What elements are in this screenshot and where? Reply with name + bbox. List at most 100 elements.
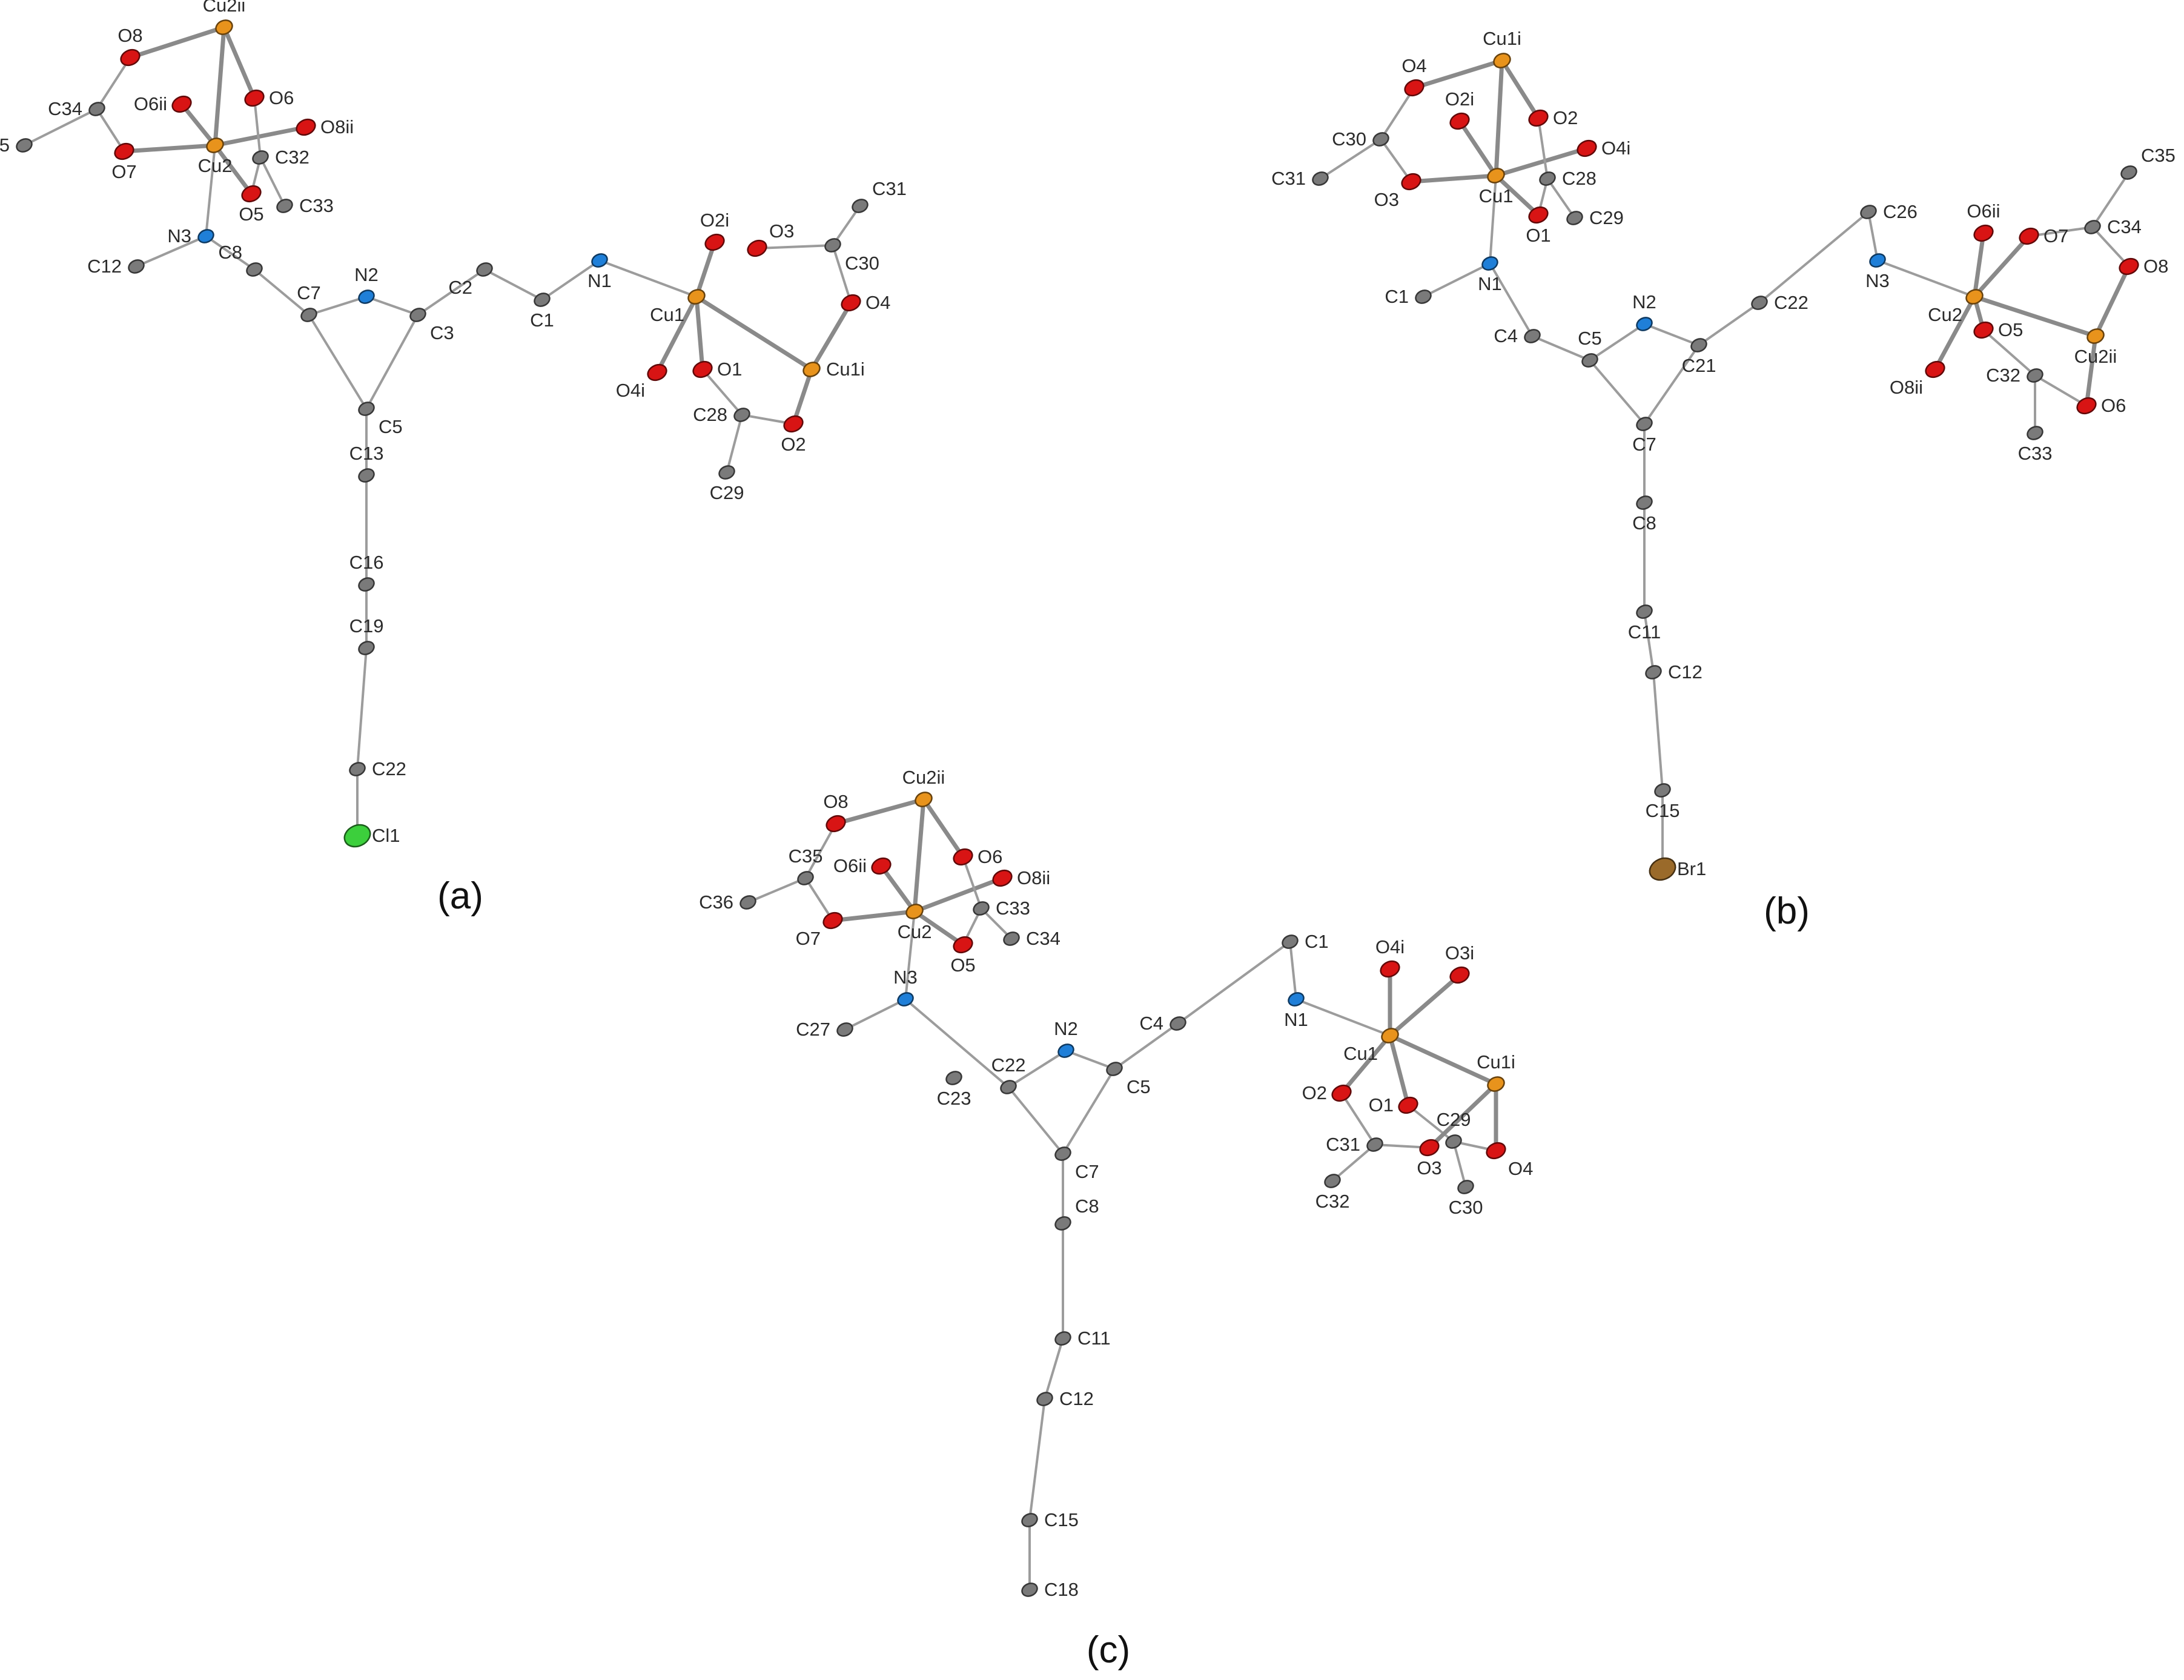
atom-o6ii — [171, 95, 192, 113]
atom-o4i — [1380, 960, 1400, 978]
bond-n3-c8 — [205, 235, 256, 271]
bond-n2-c5 — [1065, 1050, 1116, 1070]
atom-label-c8: C8 — [218, 242, 242, 263]
bond-cu2ii-o6 — [222, 25, 257, 101]
atom-c31 — [852, 199, 869, 213]
bond-o2-c28 — [1537, 117, 1549, 180]
bond-n2-c21 — [1643, 323, 1700, 346]
bond-c35-o7 — [804, 877, 834, 922]
bond-c30-o3 — [1380, 138, 1412, 183]
panel-a-labels: Cu2iiO8O6O6iiO8iiC34C35O7Cu2C32O5C33N3C1… — [0, 0, 907, 846]
atom-cu2ii — [215, 19, 233, 35]
atom-c2 — [476, 262, 493, 277]
bond-cu2-o7 — [1972, 234, 2031, 299]
bond-c4-c5 — [1531, 335, 1591, 362]
panel-b-atoms — [1312, 53, 2139, 881]
atom-label-c3: C3 — [430, 322, 454, 343]
atom-c31 — [1366, 1137, 1383, 1152]
atom-label-o8ii: O8ii — [1017, 867, 1050, 888]
atom-o7 — [2019, 227, 2039, 245]
atom-label-cl1: Cl1 — [372, 825, 400, 846]
atom-label-c28: C28 — [693, 404, 727, 425]
atom-label-o2i: O2i — [700, 210, 729, 231]
atom-label-o5: O5 — [950, 954, 975, 976]
atom-label-o7: O7 — [2043, 225, 2068, 246]
atom-label-c5: C5 — [1578, 328, 1602, 349]
atom-o3 — [747, 239, 767, 257]
bond-n2-c3 — [365, 296, 419, 316]
atom-o5 — [241, 185, 262, 203]
atom-label-o3: O3 — [1417, 1157, 1441, 1179]
atom-c12 — [128, 259, 145, 274]
atom-label-c32: C32 — [1315, 1191, 1350, 1212]
bond-o6ii-cu2 — [879, 864, 917, 914]
atom-c28 — [1539, 171, 1556, 186]
atom-n2 — [358, 289, 375, 304]
bond-o6-c33 — [962, 856, 982, 910]
bond-c21-c7 — [1643, 344, 1700, 425]
atom-o1 — [1528, 206, 1549, 224]
atom-cu2ii — [915, 792, 933, 807]
atom-label-o2i: O2i — [1445, 88, 1474, 110]
atom-label-o8: O8 — [823, 791, 848, 812]
atom-c7 — [1054, 1146, 1071, 1161]
atom-cu1i — [1487, 1076, 1505, 1092]
atom-o8 — [120, 48, 141, 67]
atom-label-cu1: Cu1 — [650, 304, 684, 325]
atom-label-c7: C7 — [1632, 434, 1656, 455]
panel-c-atoms — [740, 792, 1506, 1597]
atom-c35 — [2120, 165, 2137, 180]
atom-label-o2: O2 — [1553, 107, 1578, 128]
bond-c19-c22 — [356, 647, 368, 770]
atom-o8 — [826, 815, 846, 833]
atom-n2 — [1057, 1043, 1074, 1058]
bond-cu2-o6ii — [1972, 231, 1986, 299]
atom-cu2ii — [2086, 328, 2105, 344]
atom-label-c30: C30 — [845, 253, 879, 274]
atom-c32 — [252, 150, 269, 165]
atom-label-c15: C15 — [1646, 800, 1680, 821]
atom-label-cu2: Cu2 — [898, 921, 932, 942]
atom-label-o8: O8 — [117, 25, 142, 46]
atom-label-cu1: Cu1 — [1479, 185, 1514, 207]
atom-c30 — [1457, 1180, 1474, 1194]
atom-label-c35: C35 — [2141, 145, 2176, 166]
atom-c34 — [88, 102, 105, 116]
atom-c30 — [1372, 132, 1389, 147]
bond-cu1-o2i — [694, 240, 717, 299]
atom-label-o7: O7 — [796, 928, 821, 949]
atom-o6ii — [871, 857, 892, 875]
bond-cu1-o3i — [1388, 973, 1462, 1038]
atom-label-cu2ii: Cu2ii — [2074, 346, 2117, 367]
atom-label-c35: C35 — [0, 134, 10, 156]
atom-label-c21: C21 — [1682, 355, 1716, 376]
bond-cu2ii-cu2 — [912, 797, 926, 914]
atom-label-c26: C26 — [1883, 201, 1918, 222]
atom-cu1i — [802, 362, 821, 377]
bond-n3-c27 — [844, 998, 907, 1031]
atom-n2 — [1636, 317, 1653, 331]
atom-label-c33: C33 — [2018, 443, 2053, 464]
atom-label-n1: N1 — [1478, 273, 1502, 294]
bond-n3-c22 — [904, 998, 1010, 1088]
bond-cu2-o8ii — [213, 125, 308, 148]
atom-label-c12: C12 — [1668, 661, 1703, 683]
bond-o2-cu1i — [791, 367, 814, 426]
atom-c34 — [2084, 220, 2101, 234]
atom-label-c13: C13 — [349, 443, 384, 464]
bond-o6-c32 — [253, 97, 262, 159]
atom-label-c7: C7 — [1075, 1161, 1099, 1182]
bond-n1-c1 — [1422, 262, 1491, 298]
atom-label-o1: O1 — [1526, 225, 1550, 246]
atom-c12 — [1036, 1392, 1053, 1406]
atom-cu1 — [1381, 1028, 1399, 1043]
atom-o6 — [953, 848, 973, 866]
atom-label-c32: C32 — [1986, 365, 2020, 386]
atom-n3 — [197, 229, 214, 243]
atom-label-c29: C29 — [1437, 1109, 1471, 1130]
atom-label-c29: C29 — [710, 482, 744, 503]
bond-c22-c7 — [1007, 1086, 1064, 1155]
atom-c5 — [358, 402, 375, 416]
bond-c32-o6 — [2034, 374, 2088, 407]
atom-label-o8: O8 — [2143, 256, 2168, 277]
